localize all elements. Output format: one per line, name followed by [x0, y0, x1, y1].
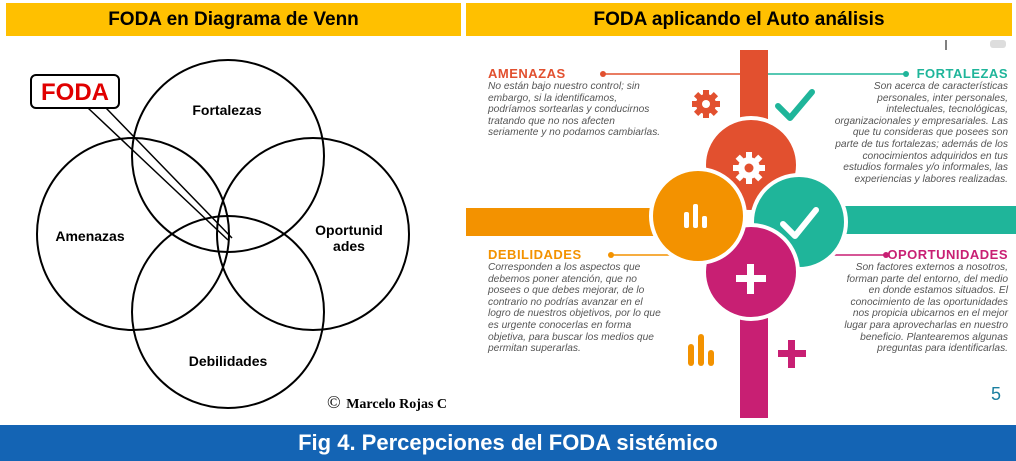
- page-number: 5: [991, 384, 1001, 404]
- text-line: Son factores externos a nosotros,: [855, 262, 1008, 273]
- text-line: Son acerca de características: [873, 81, 1008, 92]
- text-line: tratando que no nos afecten: [488, 115, 615, 127]
- text-line: debemos poner atención, que no: [488, 273, 637, 285]
- text-line: nos propicia ubicarnos en el mejor: [852, 308, 1008, 320]
- copyright-symbol: ©: [327, 392, 341, 412]
- band-orange: [466, 208, 681, 236]
- dot-oportunidades: [883, 252, 889, 258]
- label-oportunidades-1: Oportunid: [315, 222, 383, 238]
- circle-debilidades: [131, 215, 325, 409]
- copyright-name: Marcelo Rojas C: [346, 397, 448, 412]
- text-line: objetiva, para buscar los medios que: [488, 331, 654, 343]
- text-line: intelectuales, tecnológicas,: [886, 104, 1008, 116]
- text-line: forman parte del entorno, del medio: [846, 273, 1008, 285]
- plus-decor-icon: [778, 340, 806, 368]
- text-line: permitan superarlas.: [488, 343, 581, 355]
- text-line: lugar para aprovecharlas en nuestro: [844, 319, 1008, 331]
- infographic-title: FODA aplicando el Auto análisis: [466, 3, 1012, 36]
- venn-title: FODA en Diagrama de Venn: [6, 3, 461, 36]
- callout-box: [30, 74, 120, 109]
- text-line: estudios formales y/o informales, las: [843, 162, 1008, 174]
- amenazas-block: AMENAZAS No están bajo nuestro control; …: [488, 66, 738, 139]
- infographic-graphic: 5: [466, 40, 1016, 418]
- gear-icon: [733, 152, 765, 184]
- text-line: conocimientos adquiridos en tus: [862, 150, 1008, 162]
- callout-line-2: [105, 107, 233, 239]
- bar-chart-decor-icon: [688, 334, 714, 366]
- oportunidades-text: Son factores externos a nosotros, forman…: [816, 262, 1008, 355]
- circle-oportunidades: [216, 137, 410, 331]
- oportunidades-heading: OPORTUNIDADES: [887, 247, 1008, 262]
- corner-mark: [990, 40, 1006, 48]
- text-line: Corresponden a los aspectos que: [488, 262, 641, 273]
- check-decor-icon: [775, 89, 815, 121]
- text-line: seriamente y no podamos cambiarlas.: [488, 127, 661, 139]
- fortalezas-text: Son acerca de características personales…: [778, 81, 1008, 185]
- text-line: podríamos sortearlas y conducirnos: [488, 104, 650, 116]
- venn-panel: FODA en Diagrama de Venn FODA Fortalezas…: [0, 0, 461, 420]
- gear-decor-icon: [692, 90, 720, 118]
- text-line: organizacionales y empresariales. Las: [834, 115, 1008, 127]
- text-line: conocimiento de las oportunidades: [850, 296, 1008, 308]
- text-line: que tu consideras que posees son: [852, 127, 1008, 139]
- text-line: beneficio. Plantearemos algunas: [860, 331, 1008, 343]
- debilidades-block: DEBILIDADES Corresponden a los aspectos …: [488, 247, 708, 355]
- text-line: embargo, si la identificamos,: [488, 92, 618, 104]
- label-amenazas: Amenazas: [55, 228, 124, 244]
- debilidades-text: Corresponden a los aspectos que debemos …: [488, 262, 708, 355]
- bar-chart-icon: [684, 204, 707, 228]
- text-line: personales, inter personales,: [877, 92, 1008, 104]
- amenazas-heading: AMENAZAS: [488, 66, 566, 81]
- text-line: parte de tus fortalezas; además de los: [835, 138, 1008, 150]
- label-fortalezas: Fortalezas: [192, 102, 261, 118]
- callout-line-1: [87, 107, 229, 241]
- text-line: contrario no podrías avanzar en el: [488, 296, 643, 308]
- dot-amenazas: [600, 71, 606, 77]
- text-line: en donde estamos situados. El: [868, 285, 1008, 297]
- dot-debilidades: [608, 252, 614, 258]
- text-line: No están bajo nuestro control; sin: [488, 81, 640, 92]
- check-icon: [780, 207, 819, 239]
- oportunidades-block: OPORTUNIDADES Son factores externos a no…: [816, 247, 1008, 355]
- venn-diagram: FODA Fortalezas Amenazas Oportunid ades …: [30, 59, 410, 409]
- debilidades-heading: DEBILIDADES: [488, 247, 582, 262]
- plus-icon: [736, 264, 766, 294]
- callout-label: FODA: [41, 79, 109, 106]
- fortalezas-heading: FORTALEZAS: [916, 66, 1008, 81]
- label-debilidades: Debilidades: [189, 353, 268, 369]
- text-line: logro de nuestros objetivos, por lo que: [488, 308, 661, 320]
- label-oportunidades-2: ades: [333, 238, 365, 254]
- figure-caption: Fig 4. Percepciones del FODA sistémico: [0, 425, 1016, 461]
- infographic-panel: FODA aplicando el Auto análisis: [466, 0, 1016, 420]
- text-line: preguntas para identificarlas.: [877, 343, 1008, 355]
- text-line: experiencias y labores realizadas.: [854, 173, 1008, 185]
- text-line: posees o que debes mejorar, de lo: [488, 285, 645, 297]
- dot-fortalezas: [903, 71, 909, 77]
- text-line: es urgente conocerlas en forma: [488, 319, 632, 331]
- fortalezas-block: FORTALEZAS Son acerca de características…: [778, 66, 1008, 185]
- amenazas-text: No están bajo nuestro control; sin embar…: [488, 81, 738, 139]
- copyright: © Marcelo Rojas C: [327, 392, 447, 413]
